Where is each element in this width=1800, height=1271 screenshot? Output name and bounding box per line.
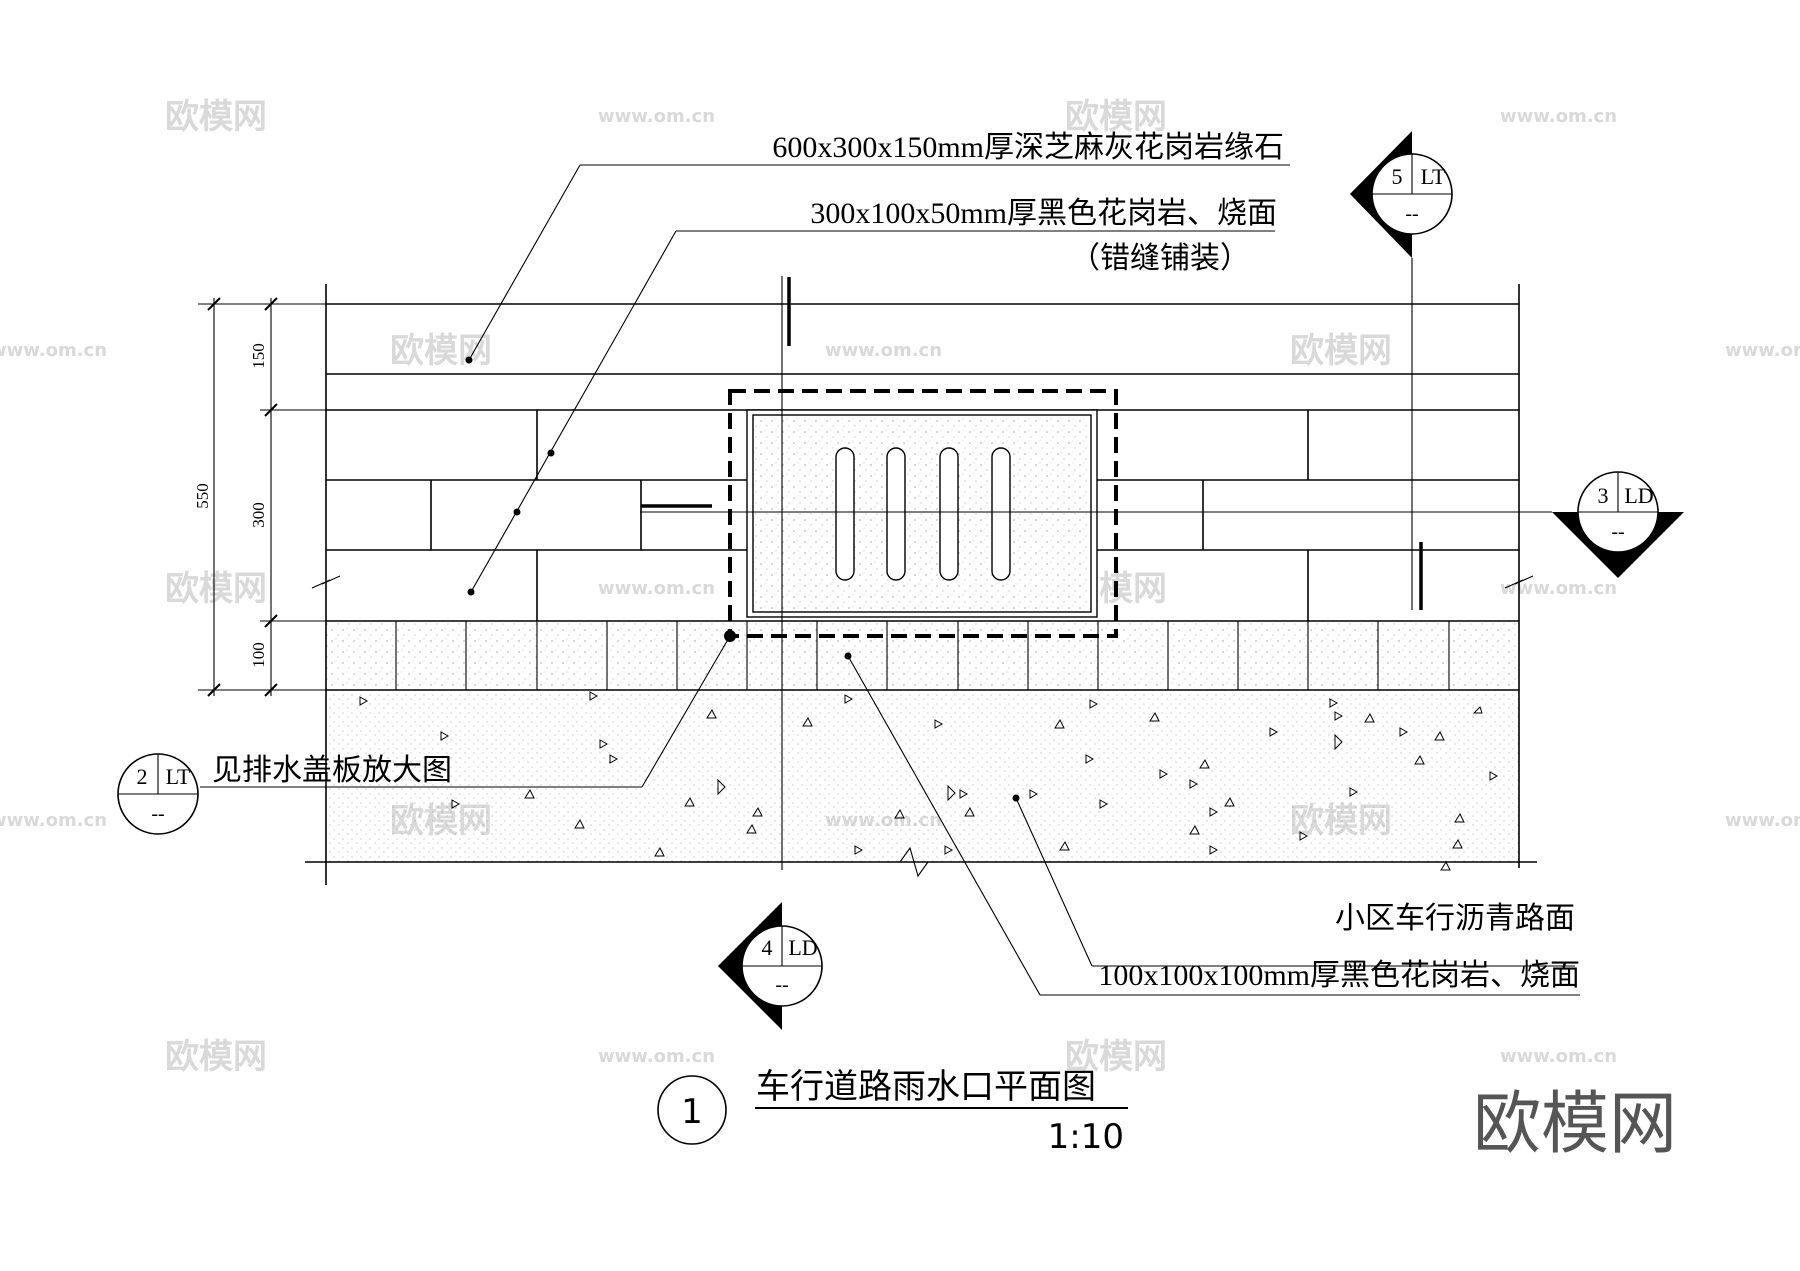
watermark-site: www.om.cn bbox=[1725, 340, 1800, 361]
label-paving-note: （错缝铺装） bbox=[1070, 242, 1250, 275]
leader-lines bbox=[200, 164, 1580, 996]
dimension-lines: 550 150 300 100 bbox=[193, 297, 326, 697]
annotations: 600x300x150mm厚深芝麻灰花岗岩缘石 300x100x50mm厚黑色花… bbox=[212, 131, 1580, 992]
watermark-site: www.om.cn bbox=[0, 340, 107, 361]
detail-callout: 2 LT -- bbox=[117, 753, 199, 835]
drawing-number: 1 bbox=[681, 1092, 703, 1132]
dimension-curb: 150 bbox=[249, 343, 268, 369]
callout-top-sub: -- bbox=[1405, 203, 1418, 225]
section-callout-top: 5 LT -- bbox=[1350, 131, 1453, 258]
label-edge-block: 100x100x100mm厚黑色花岗岩、烧面 bbox=[1098, 959, 1580, 992]
drawing-scale: 1:10 bbox=[1048, 1117, 1124, 1157]
watermark-brand: 欧模网 bbox=[1290, 331, 1392, 371]
callout-bottom-sub: -- bbox=[775, 974, 788, 996]
watermark-brand: 欧模网 bbox=[1065, 1037, 1167, 1077]
dimension-edge: 100 bbox=[249, 642, 268, 668]
watermark-brand: 欧模网 bbox=[1065, 97, 1167, 137]
callout-bottom-number: 4 bbox=[762, 935, 773, 960]
dimension-total: 550 bbox=[193, 483, 212, 509]
watermark-site: www.om.cn bbox=[598, 106, 715, 127]
drawing-title-block: 1 车行道路雨水口平面图 1:10 bbox=[657, 1067, 1128, 1157]
dimension-paving: 300 bbox=[249, 502, 268, 528]
drain-slot bbox=[991, 447, 1011, 581]
drawing-title: 车行道路雨水口平面图 bbox=[756, 1067, 1096, 1107]
callout-detail-number: 2 bbox=[137, 764, 148, 789]
drain-slot bbox=[886, 447, 906, 581]
watermark-brand: 欧模网 bbox=[390, 331, 492, 371]
section-callout-bottom: 4 LD -- bbox=[718, 902, 823, 1030]
watermark-site: www.om.cn bbox=[1500, 578, 1617, 599]
callout-top-number: 5 bbox=[1392, 164, 1403, 189]
paving-plan bbox=[305, 258, 1552, 885]
edge-block-row bbox=[326, 621, 1519, 690]
drain-slot bbox=[939, 447, 959, 581]
section-callout-right: 3 LD -- bbox=[1552, 471, 1684, 578]
watermark-site: www.om.cn bbox=[1500, 106, 1617, 127]
watermark-brand: 欧模网 bbox=[165, 569, 267, 609]
drain-cover-detail-boundary bbox=[728, 389, 1118, 638]
watermark-site: www.om.cn bbox=[825, 340, 942, 361]
asphalt-aggregate bbox=[359, 691, 1499, 871]
callout-bottom-sheet: LD bbox=[788, 935, 817, 960]
callout-top-sheet: LT bbox=[1421, 164, 1446, 189]
label-cover-ref: 见排水盖板放大图 bbox=[212, 753, 452, 788]
label-paving: 300x100x50mm厚黑色花岗岩、烧面 bbox=[810, 197, 1277, 230]
watermark-site: www.om.cn bbox=[0, 810, 107, 831]
label-curb: 600x300x150mm厚深芝麻灰花岗岩缘石 bbox=[772, 131, 1284, 164]
callout-detail-sheet: LT bbox=[166, 764, 191, 789]
label-asphalt: 小区车行沥青路面 bbox=[1335, 901, 1575, 936]
watermark-site: www.om.cn bbox=[598, 1046, 715, 1067]
callout-detail-sub: -- bbox=[151, 803, 164, 825]
drain-slot bbox=[835, 447, 855, 581]
callout-right-sub: -- bbox=[1611, 521, 1624, 543]
asphalt-surface bbox=[326, 690, 1519, 863]
drain-grate bbox=[752, 414, 1092, 613]
callout-right-sheet: LD bbox=[1624, 483, 1653, 508]
callout-right-number: 3 bbox=[1598, 483, 1609, 508]
watermark-brand: 欧模网 bbox=[165, 1037, 267, 1077]
watermark-site: www.om.cn bbox=[1500, 1046, 1617, 1067]
watermark-brand: 欧模网 bbox=[165, 97, 267, 137]
corner-watermark: 欧模网 bbox=[1473, 1085, 1677, 1164]
watermark-site: www.om.cn bbox=[1725, 810, 1800, 831]
watermark-site: www.om.cn bbox=[598, 578, 715, 599]
